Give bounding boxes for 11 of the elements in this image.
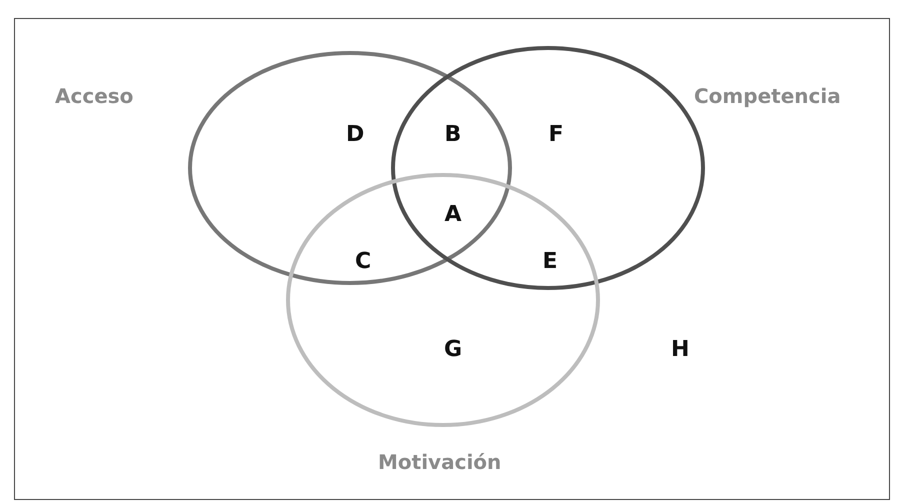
set-label: Competencia [694, 84, 841, 108]
region-letter: A [444, 202, 462, 228]
region-letter: D [346, 122, 364, 148]
region-letter: C [355, 249, 372, 275]
set-label: Acceso [55, 84, 134, 108]
set-label: Motivación [378, 450, 502, 474]
region-letter: B [444, 122, 462, 148]
region-letter: G [444, 337, 462, 363]
region-letter: H [671, 337, 690, 363]
region-letter: F [548, 122, 564, 148]
region-letter: E [542, 249, 558, 275]
